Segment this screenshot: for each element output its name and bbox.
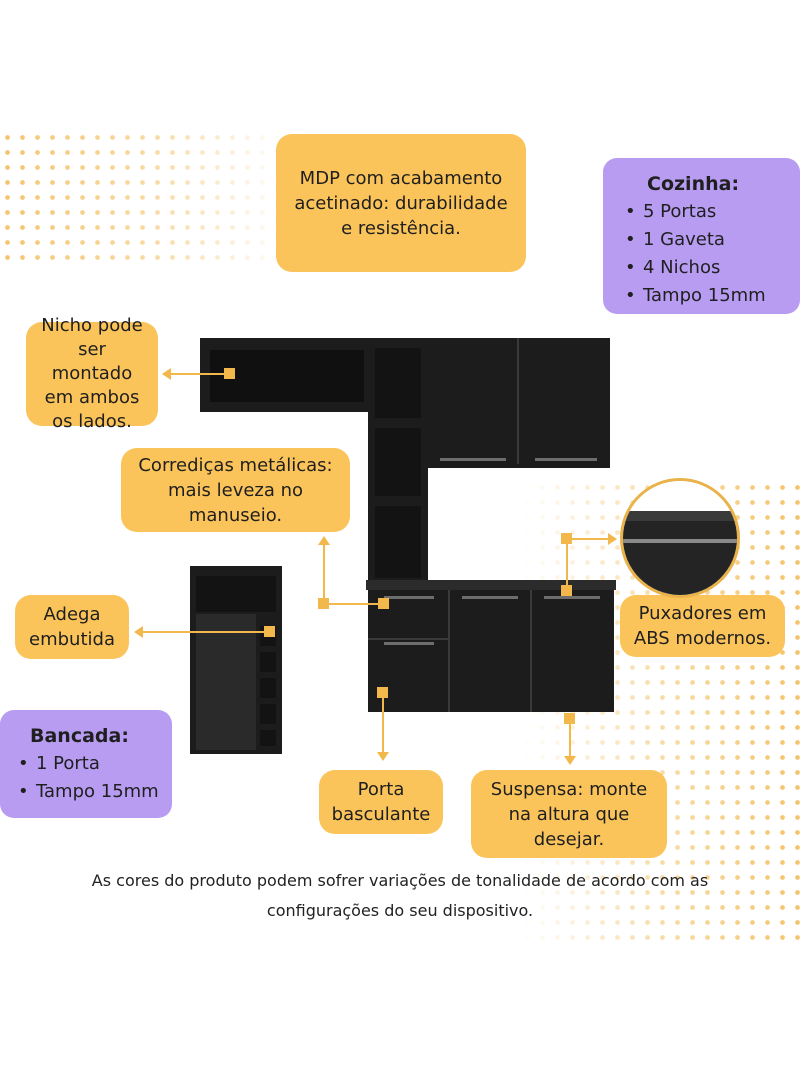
cozinha-list: 5 Portas 1 Gaveta 4 Nichos Tampo 15mm: [625, 198, 800, 310]
magnifier-handle: [623, 539, 737, 543]
column-niche: [375, 428, 421, 496]
callout-corredicas: Corrediças metálicas: mais leveza no man…: [121, 448, 350, 532]
connector-line: [382, 690, 384, 752]
marker-square: [378, 598, 389, 609]
arrow-left-icon: [162, 368, 171, 380]
handle: [384, 596, 434, 599]
wine-slot: [260, 652, 276, 672]
callout-mdp: MDP com acabamento acetinado: durabilida…: [276, 134, 526, 272]
magnifier-background: [623, 481, 737, 511]
bancada-door: [196, 614, 256, 750]
arrow-left-icon: [134, 626, 143, 638]
marker-square: [377, 687, 388, 698]
countertop: [366, 580, 616, 590]
marker-square: [318, 598, 329, 609]
connector-line: [566, 538, 568, 590]
arrow-down-icon: [564, 756, 576, 765]
upper-cabinet: [428, 338, 610, 468]
bancada-title: Bancada:: [30, 725, 129, 747]
cozinha-item: 1 Gaveta: [625, 226, 800, 254]
magnifier-door: [623, 521, 737, 595]
wine-slot: [260, 730, 276, 746]
arrow-right-icon: [608, 533, 617, 545]
callout-porta-basculante: Porta basculante: [319, 770, 443, 834]
color-disclaimer: As cores do produto podem sofrer variaçõ…: [50, 866, 750, 926]
callout-line: na altura que: [508, 803, 630, 825]
connector-line: [323, 544, 325, 604]
handle: [384, 642, 434, 645]
marker-square: [564, 713, 575, 724]
drawer-split: [368, 638, 448, 640]
connector-line: [566, 538, 610, 540]
bancada-open-shelf: [196, 576, 276, 612]
decorative-dots-top-left: [0, 130, 290, 270]
callout-line: manuseio.: [188, 504, 283, 526]
marker-square: [224, 368, 235, 379]
callout-line: basculante: [331, 804, 431, 825]
cozinha-item: 4 Nichos: [625, 254, 800, 282]
callout-line: em ambos: [44, 387, 140, 408]
callout-line: Porta: [357, 779, 405, 800]
cozinha-item: Tampo 15mm: [625, 282, 800, 310]
handle-detail-magnifier: [620, 478, 740, 598]
arrow-up-icon: [318, 536, 330, 545]
handle: [544, 596, 600, 599]
column-niche: [375, 348, 421, 418]
callout-line: Adega: [43, 604, 101, 625]
callout-line: embutida: [29, 629, 115, 650]
callout-line: Puxadores em: [638, 603, 767, 624]
cozinha-spec-box: Cozinha: 5 Portas 1 Gaveta 4 Nichos Tamp…: [603, 158, 800, 314]
callout-nicho: Nicho pode ser montado em ambos os lados…: [26, 315, 158, 432]
marker-square: [264, 626, 275, 637]
door-split: [530, 590, 532, 712]
cozinha-item: 5 Portas: [625, 198, 800, 226]
lower-cabinets: [368, 590, 614, 712]
door-split: [448, 590, 450, 712]
marker-square: [561, 585, 572, 596]
connector-line: [142, 631, 270, 633]
callout-line: ser montado: [51, 339, 133, 384]
column-niche: [375, 506, 421, 578]
callout-line: Nicho pode: [41, 315, 143, 336]
door-split: [517, 338, 519, 464]
callout-line: desejar.: [533, 828, 605, 850]
callout-line: e resistência.: [341, 217, 461, 239]
bancada-item: 1 Porta: [18, 750, 172, 778]
connector-line: [569, 718, 571, 758]
callout-line: mais leveza no: [167, 479, 304, 501]
bancada-spec-box: Bancada: 1 Porta Tampo 15mm: [0, 710, 172, 818]
callout-puxadores: Puxadores em ABS modernos.: [620, 595, 785, 657]
callout-line: os lados.: [52, 411, 132, 432]
disclaimer-line: As cores do produto podem sofrer variaçõ…: [91, 871, 709, 890]
magnifier-counter-edge: [623, 511, 737, 521]
connector-line: [170, 373, 228, 375]
callout-adega: Adega embutida: [15, 595, 129, 659]
callout-suspensa: Suspensa: monte na altura que desejar.: [471, 770, 667, 858]
callout-line: Corrediças metálicas:: [138, 454, 333, 476]
callout-line: MDP com acabamento: [299, 167, 503, 189]
callout-line: ABS modernos.: [633, 628, 772, 649]
handle: [440, 458, 506, 461]
disclaimer-line: configurações do seu dispositivo.: [266, 901, 534, 920]
bancada-list: 1 Porta Tampo 15mm: [18, 750, 172, 806]
bancada-item: Tampo 15mm: [18, 778, 172, 806]
wine-slot: [260, 678, 276, 698]
callout-line: Suspensa: monte: [490, 778, 648, 800]
marker-square: [561, 533, 572, 544]
arrow-down-icon: [377, 752, 389, 761]
open-niche-interior: [210, 350, 364, 402]
callout-line: acetinado: durabilidade: [294, 192, 508, 214]
wine-slot: [260, 704, 276, 724]
handle: [535, 458, 597, 461]
connector-line: [323, 603, 385, 605]
handle: [462, 596, 518, 599]
cozinha-title: Cozinha:: [647, 173, 740, 195]
